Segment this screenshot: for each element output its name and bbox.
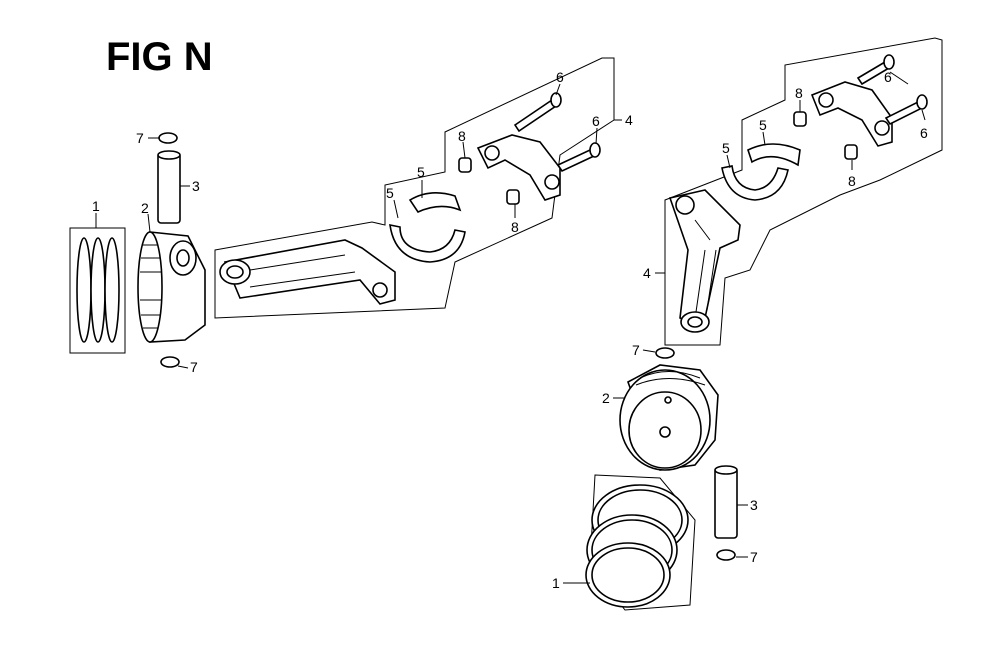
left-connecting-rod (219, 239, 396, 305)
left-lower-clip (160, 356, 180, 368)
right-piston-rings (585, 474, 696, 611)
right-rod-assembly-outline (664, 37, 943, 346)
left-bearing-2 (408, 192, 462, 214)
right-bolt-upper (856, 54, 895, 86)
right-callout-7b: 7 (750, 549, 758, 565)
left-callout-5a: 5 (386, 185, 394, 201)
right-callout-8b: 8 (848, 173, 856, 189)
right-bearing-1 (721, 165, 789, 201)
right-callout-2: 2 (602, 390, 610, 406)
right-piston-pin (714, 465, 738, 539)
left-bolt-upper (513, 92, 562, 133)
left-dowel-lower (506, 189, 520, 205)
right-upper-clip (655, 347, 675, 359)
right-leader-6b (921, 109, 926, 121)
left-rod-assembly-outline (214, 57, 615, 319)
figure-title: FIG N (106, 35, 213, 79)
left-leader-8a (462, 141, 466, 159)
left-piston (137, 231, 206, 343)
left-leader-5a (393, 199, 399, 219)
right-leader-7a (642, 349, 656, 353)
right-rod-cap (810, 81, 893, 147)
right-callout-3: 3 (750, 497, 758, 513)
left-callout-1: 1 (92, 198, 100, 214)
left-leader-7b (177, 365, 189, 369)
right-callout-1: 1 (552, 575, 560, 591)
left-leader-2 (147, 213, 151, 233)
left-callout-2: 2 (141, 200, 149, 216)
right-callout-6b: 6 (920, 125, 928, 141)
left-piston-rings (69, 227, 126, 354)
right-bearing-2 (747, 143, 801, 167)
right-callout-8a: 8 (795, 85, 803, 101)
left-callout-6b: 6 (592, 113, 600, 129)
left-leader-6a (555, 83, 561, 96)
left-bearing-1 (389, 223, 466, 263)
right-lower-clip (716, 549, 736, 561)
right-callout-4: 4 (643, 265, 651, 281)
left-callout-3: 3 (192, 178, 200, 194)
left-callout-8b: 8 (511, 219, 519, 235)
right-callout-7a: 7 (632, 342, 640, 358)
left-callout-4: 4 (625, 112, 633, 128)
left-dowel-upper (458, 157, 472, 173)
right-dowel-upper (793, 111, 807, 127)
left-callout-7a: 7 (136, 130, 144, 146)
left-upper-clip (158, 132, 178, 144)
right-callout-5a: 5 (722, 140, 730, 156)
right-leader-5b (762, 131, 766, 146)
left-callout-5b: 5 (417, 164, 425, 180)
left-rod-cap (476, 134, 561, 201)
right-leader-5a (726, 154, 731, 169)
left-piston-pin (157, 150, 181, 224)
right-connecting-rod (668, 189, 741, 333)
right-bolt-lower (884, 94, 928, 126)
right-callout-6a: 6 (884, 69, 892, 85)
right-callout-5b: 5 (759, 117, 767, 133)
right-piston (619, 364, 719, 471)
left-callout-7b: 7 (190, 359, 198, 375)
left-leader-6b (595, 127, 598, 145)
right-dowel-lower (844, 144, 858, 160)
left-bolt-lower (556, 142, 601, 173)
left-callout-6a: 6 (556, 69, 564, 85)
right-leader-6a (889, 71, 909, 85)
left-callout-8a: 8 (458, 128, 466, 144)
